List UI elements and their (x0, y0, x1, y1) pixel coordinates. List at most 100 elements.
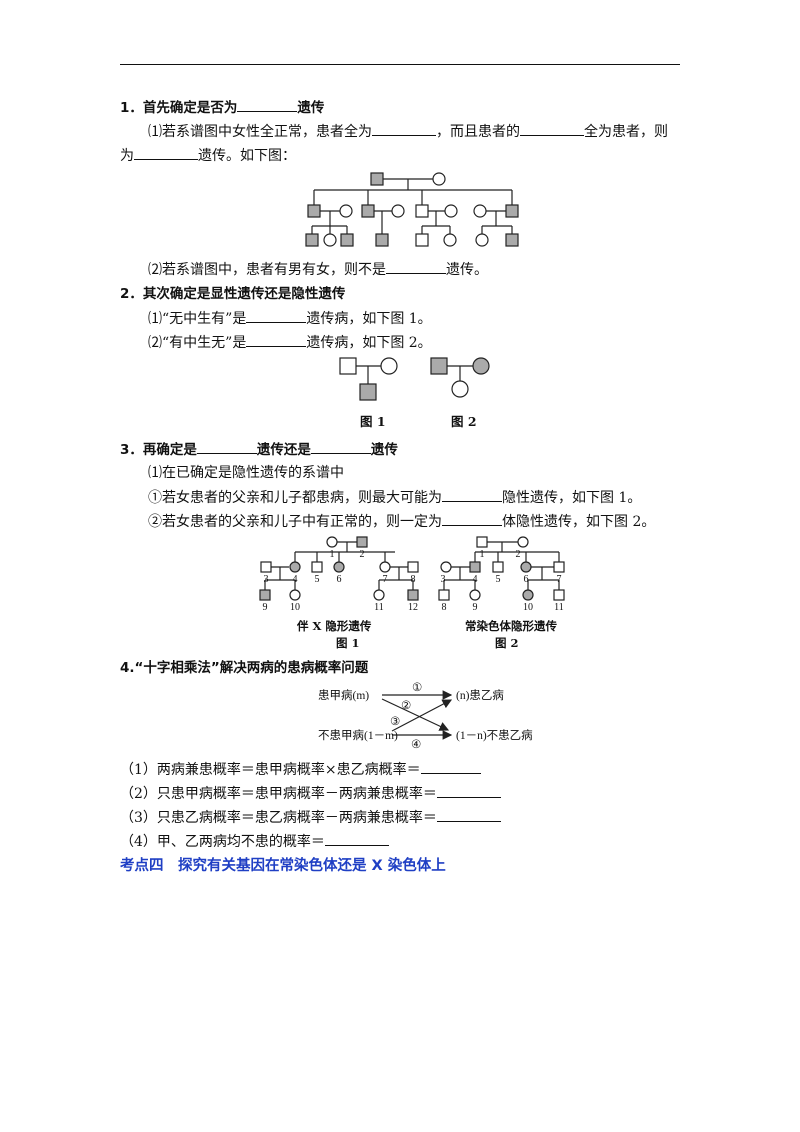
s3-p3-a: ②若女患者的父亲和儿子中有正常的，则一定为 (148, 514, 442, 530)
affected-male (469, 561, 481, 573)
ped1-number-8: 8 (411, 574, 416, 585)
normal-female (373, 589, 385, 601)
ped2-number-4: 4 (473, 574, 478, 585)
affected-female (522, 589, 534, 601)
affected-male (259, 589, 271, 601)
s3-title-a: 3．再确定是 (120, 442, 197, 458)
normal-female (323, 233, 337, 247)
affected-male (407, 589, 419, 601)
answer-blank[interactable] (237, 98, 298, 112)
normal-female (379, 561, 391, 573)
normal-female (440, 561, 452, 573)
normal-male (311, 561, 323, 573)
ped1-number-10: 10 (290, 602, 300, 613)
answer-blank[interactable] (134, 146, 198, 160)
s4-line-3: （3）只患乙病概率＝患乙病概率－两病兼患概率＝ (120, 808, 501, 827)
normal-male (407, 561, 419, 573)
s1-paragraph-2: ⑵若系谱图中，患者有男有女，则不是遗传。 (148, 260, 488, 279)
answer-blank[interactable] (372, 122, 436, 136)
answer-blank[interactable] (196, 440, 257, 454)
s4-l4-text: （4）甲、乙两病均不患的概率＝ (120, 834, 325, 850)
ped2-number-11: 11 (554, 602, 564, 613)
s1-p1-c: 全为患者，则 (584, 124, 668, 140)
s1-p2-b: 遗传。 (446, 262, 488, 278)
normal-male (553, 589, 565, 601)
normal-female (517, 536, 529, 548)
section-2-title: 2．其次确定是显性遗传还是隐性遗传 (120, 286, 346, 302)
affected-male (505, 204, 519, 218)
answer-blank[interactable] (386, 260, 446, 274)
s2-paragraph-1: ⑴“无中生有”是遗传病，如下图 1。 (148, 309, 432, 328)
pedigree-y-linked (305, 172, 519, 247)
normal-male (415, 204, 429, 218)
diagram-num-4: ④ (411, 739, 421, 751)
s3-p2-a: ①若女患者的父亲和儿子都患病，则最大可能为 (148, 490, 442, 506)
ped2-number-7: 7 (557, 574, 562, 585)
ped1-number-7: 7 (383, 574, 388, 585)
s2-p2-a: ⑵“有中生无”是 (148, 335, 247, 351)
answer-blank[interactable] (520, 122, 584, 136)
ped2-number-1: 1 (480, 549, 485, 560)
answer-blank[interactable] (436, 808, 501, 822)
ped2-number-9: 9 (473, 602, 478, 613)
ped2-number-5: 5 (496, 574, 501, 585)
cross-multiplication-diagram: 患甲病(m) 不患甲病(1－m) (n)患乙病 (1－n)不患乙病 ① ② ③ … (318, 682, 533, 751)
s4-line-1: （1）两病兼患概率＝患甲病概率×患乙病概率＝ (120, 760, 481, 779)
answer-blank[interactable] (420, 760, 481, 774)
normal-male (415, 233, 429, 247)
ped1-number-4: 4 (293, 574, 298, 585)
normal-male (260, 561, 272, 573)
normal-female (326, 536, 338, 548)
affected-male (430, 357, 448, 375)
s4-l3-text: （3）只患乙病概率＝患乙病概率－两病兼患概率＝ (120, 810, 437, 826)
affected-male (361, 204, 375, 218)
s1-p1-e: 遗传。如下图： (198, 148, 296, 164)
answer-blank[interactable] (442, 488, 502, 502)
section-3-title: 3．再确定是遗传还是遗传 (120, 440, 398, 459)
s3-title-b: 遗传还是 (256, 442, 311, 458)
answer-blank[interactable] (246, 309, 307, 323)
normal-female (469, 589, 481, 601)
s1-paragraph-1-cont: 为遗传。如下图： (120, 146, 296, 165)
s2-fig1-label: 图 1 (360, 414, 386, 429)
affected-male (307, 204, 321, 218)
s3-fig2-caption: 常染色体隐形遗传 (465, 619, 557, 633)
ped2-number-10: 10 (523, 602, 533, 613)
s3-fig1-caption: 伴 X 隐形遗传 (297, 619, 372, 633)
s4-l2-text: （2）只患甲病概率＝患甲病概率－两病兼患概率＝ (120, 786, 437, 802)
affected-male (359, 383, 377, 401)
normal-male (339, 357, 357, 375)
answer-blank[interactable] (310, 440, 371, 454)
pedigree-x-linked: 1 2 3 4 5 6 7 8 9 10 11 12 (259, 536, 419, 613)
answer-blank[interactable] (324, 832, 389, 846)
affected-male (340, 233, 354, 247)
diagram-left-bottom: 不患甲病(1－m) (318, 728, 398, 742)
ped2-number-2: 2 (516, 549, 521, 560)
diagram-left-top: 患甲病(m) (318, 688, 369, 702)
s2-paragraph-2: ⑵“有中生无”是遗传病，如下图 2。 (148, 333, 432, 352)
answer-blank[interactable] (246, 333, 307, 347)
answer-blank[interactable] (442, 512, 502, 526)
pedigree-autosomal: 1 2 3 4 5 6 7 8 9 10 11 (438, 536, 565, 613)
ped1-number-3: 3 (264, 574, 269, 585)
answer-blank[interactable] (436, 784, 501, 798)
affected-female (472, 357, 490, 375)
affected-male (375, 233, 389, 247)
ped2-number-8: 8 (442, 602, 447, 613)
s3-fig2-label: 图 2 (495, 636, 519, 650)
normal-male (476, 536, 488, 548)
section-4-title: 4.“十字相乘法”解决两病的患病概率问题 (120, 660, 369, 676)
ped1-number-12: 12 (408, 602, 418, 613)
s1-title-a: 1．首先确定是否为 (120, 100, 238, 116)
normal-female (289, 589, 301, 601)
pedigree-fig1-fig2 (339, 357, 490, 401)
affected-female (333, 561, 345, 573)
s3-fig1-label: 图 1 (336, 636, 360, 650)
normal-female (475, 233, 489, 247)
normal-female (380, 357, 398, 375)
s1-p1-a: ⑴若系谱图中女性全正常，患者全为 (148, 124, 372, 140)
s1-paragraph-1: ⑴若系谱图中女性全正常，患者全为，而且患者的全为患者，则 (148, 122, 668, 141)
section-5-title: 考点四 探究有关基因在常染色体还是 X 染色体上 (120, 858, 446, 874)
ped1-number-1: 1 (330, 549, 335, 560)
affected-male (370, 172, 384, 186)
